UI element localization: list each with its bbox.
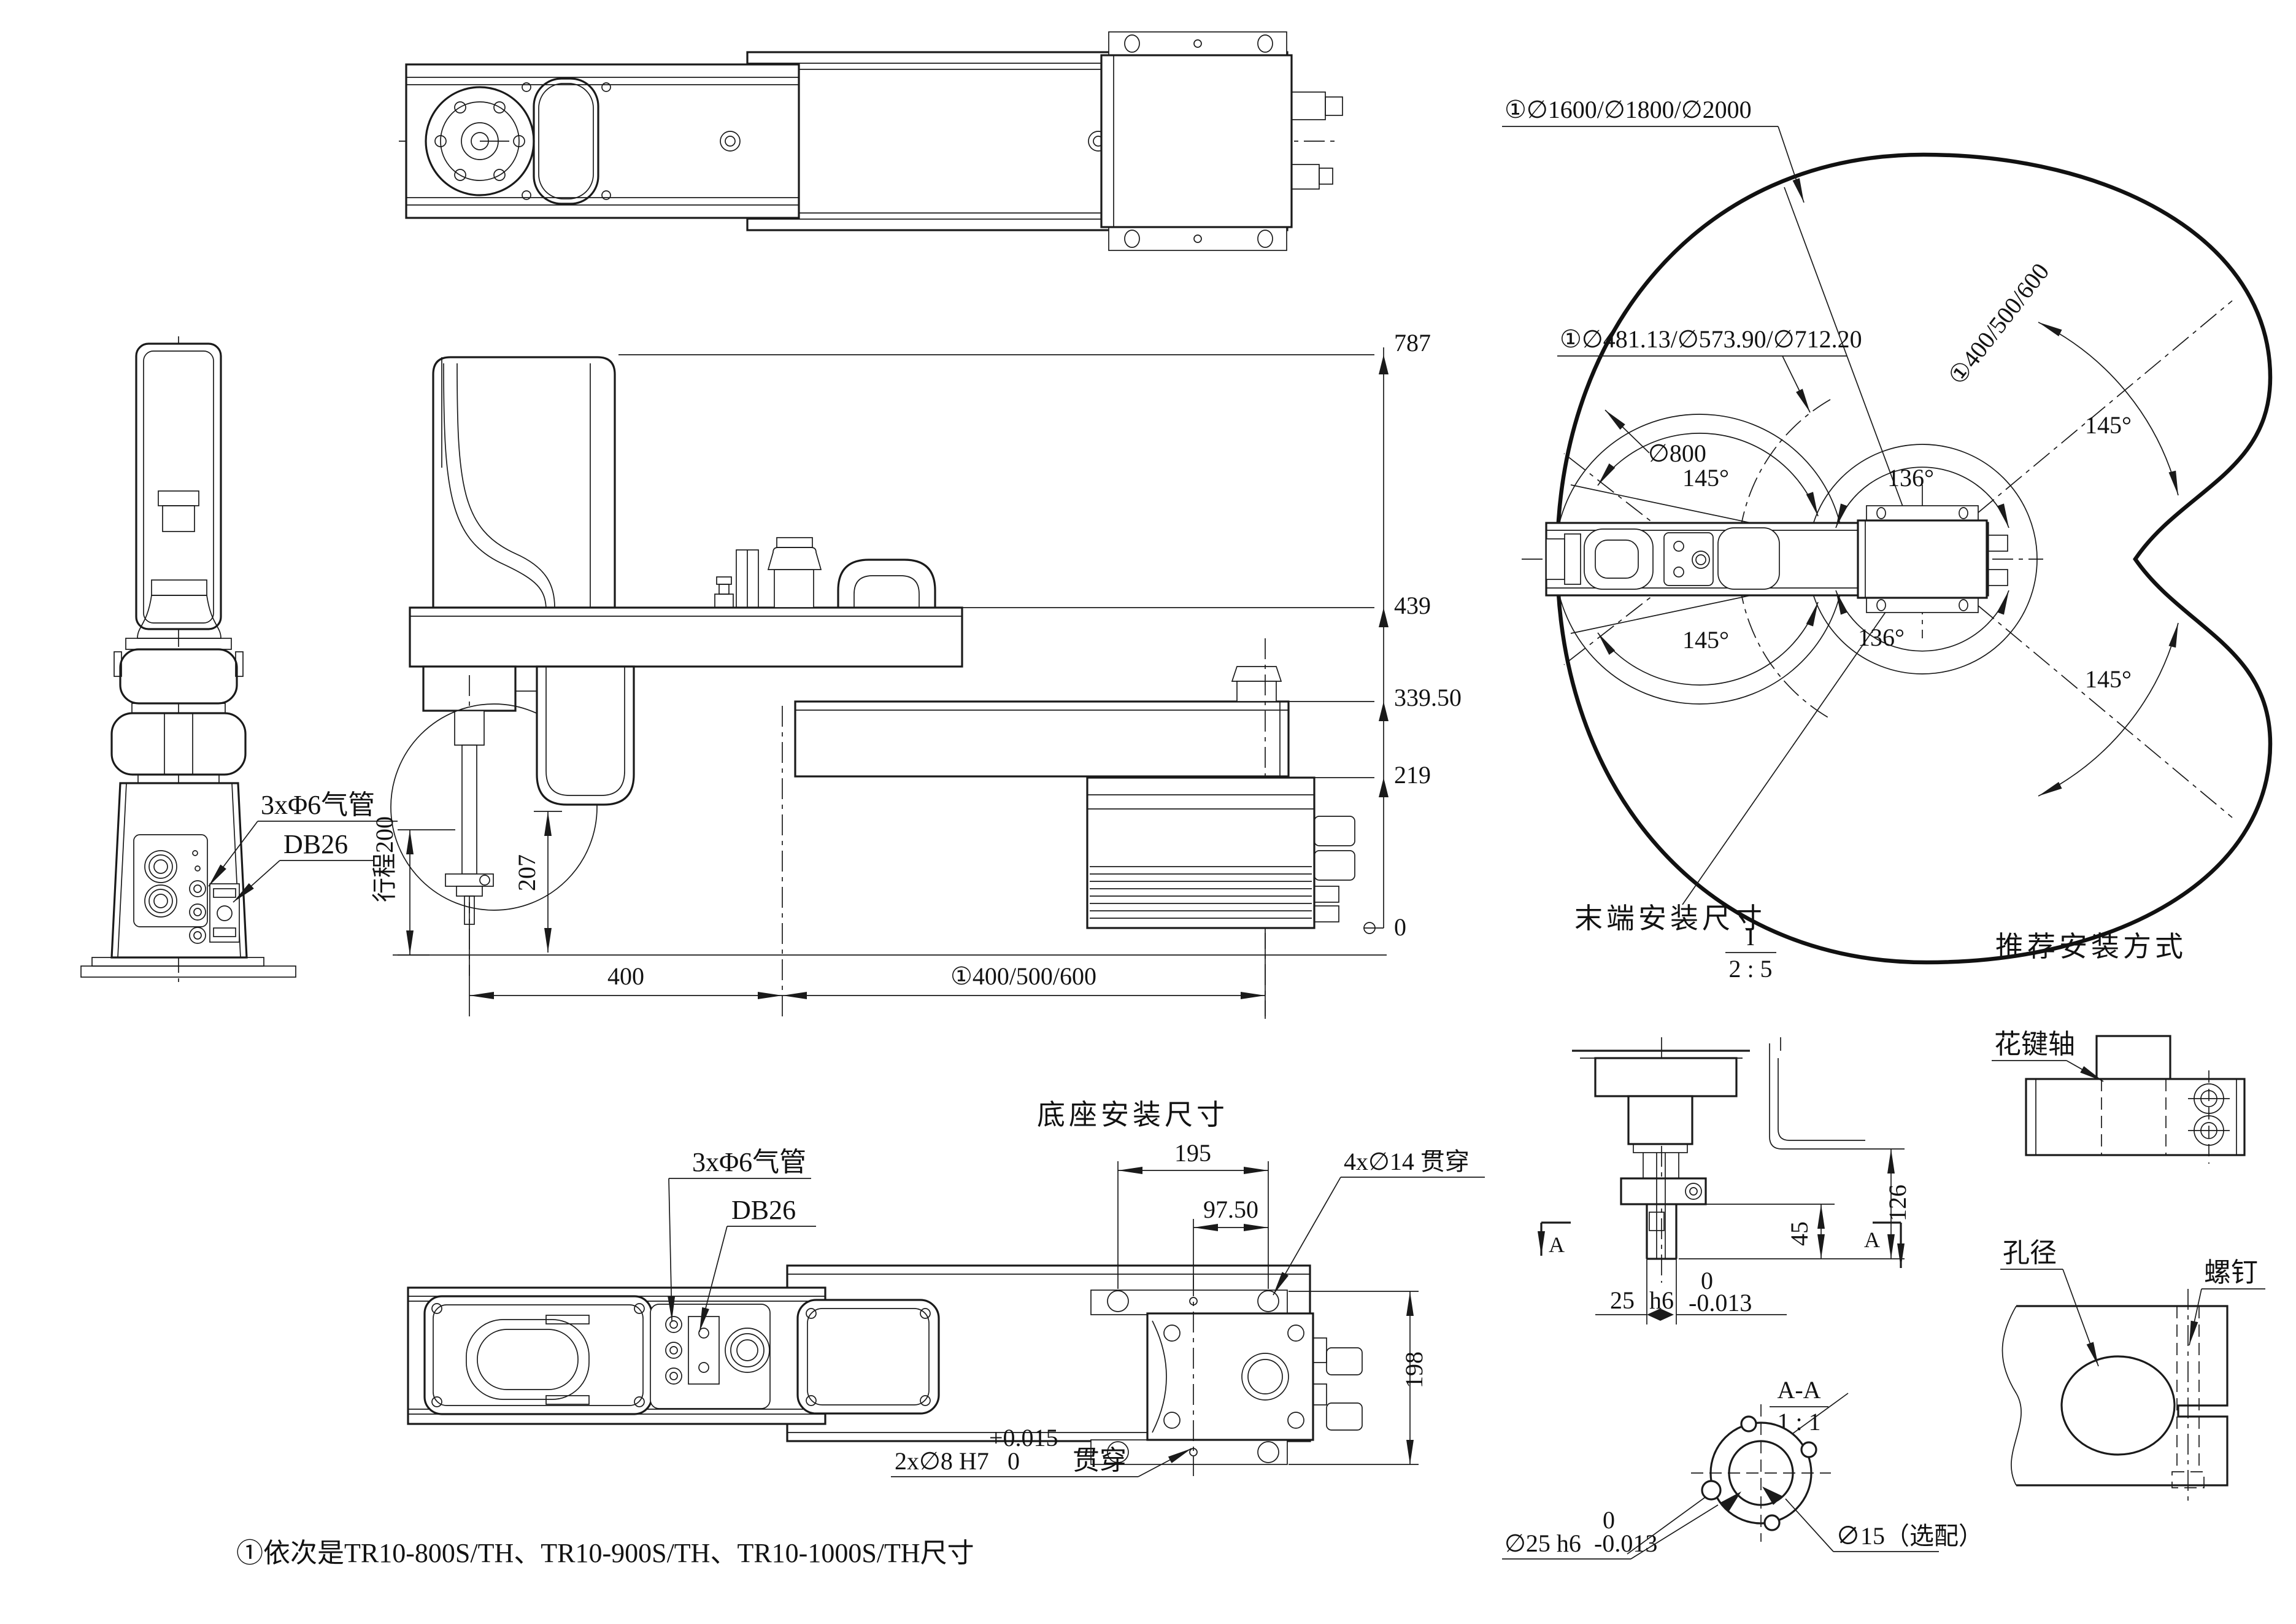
dim-339-50: 339.50 <box>1394 684 1462 711</box>
bottom-connector-panel <box>650 1304 771 1409</box>
side-elevation: 787 439 339.50 219 0 行程200 207 400 ①400/… <box>371 329 1462 1019</box>
db26-connector <box>209 883 240 943</box>
dim-195: 195 <box>1174 1139 1211 1167</box>
detail-circle <box>390 703 598 911</box>
env-outer-dia: ①∅1600/∅1800/∅2000 <box>1504 96 1752 123</box>
detail-mark: I <box>1746 923 1754 951</box>
dim-45: 45 <box>1786 1221 1813 1246</box>
dim-stroke-200: 行程200 <box>371 816 398 902</box>
dim-25: 25 <box>1610 1286 1635 1314</box>
angle-136-b: 136° <box>1858 624 1905 651</box>
sec-dim-25: ∅25 h6 <box>1504 1529 1581 1557</box>
angle-145-bl: 145° <box>1682 626 1729 654</box>
cable-duct <box>767 537 822 608</box>
angle-145-br: 145° <box>2085 665 2132 693</box>
dim-25-tol0: 0 <box>1701 1267 1713 1294</box>
front-air-label: 3xΦ6气管 <box>261 790 375 820</box>
section-letter-a1: A <box>1549 1232 1565 1257</box>
dim-400: 400 <box>607 962 644 990</box>
mount-title: 推荐安装方式 <box>1995 931 2187 962</box>
base-mounting-title: 底座安装尺寸 <box>1037 1099 1228 1131</box>
spline-clamp-diagram: 花键轴 <box>1992 1029 2246 1164</box>
section-marker-a-left: A <box>1538 1221 1571 1257</box>
dim-207: 207 <box>513 854 541 891</box>
end-mount-title: 末端安装尺寸 <box>1574 903 1766 934</box>
front-view: 3xΦ6气管 DB26 <box>80 336 398 982</box>
spline-shaft-label: 花键轴 <box>1994 1029 2075 1059</box>
dim-126: 126 <box>1884 1185 1911 1221</box>
leader-arrow-25 <box>1720 1491 1741 1511</box>
section-marker-a-right: A <box>1864 1221 1905 1268</box>
dim-207-group: 207 <box>513 811 562 953</box>
base-pedestal <box>1086 776 1355 929</box>
section-aa-title: A-A <box>1777 1376 1820 1404</box>
dim-439: 439 <box>1394 592 1431 619</box>
dim-4x14: 4x∅14 贯穿 <box>1344 1148 1470 1175</box>
bore-label: 孔径 <box>2003 1238 2057 1268</box>
stroke-dimension: 行程200 <box>371 816 455 956</box>
dim-198: 198 <box>1400 1351 1428 1388</box>
quill-shaft <box>445 675 494 976</box>
bottom-db26-label: DB26 <box>731 1195 796 1225</box>
sec-dim-15: ∅15（选配） <box>1836 1522 1983 1550</box>
dim-0: 0 <box>1394 913 1406 941</box>
angle-145-tr: 145° <box>2085 411 2132 439</box>
dim-25-fit: h6 <box>1649 1286 1674 1314</box>
heatsink-fins <box>1090 866 1312 919</box>
env-inner-dia: ①∅481.13/∅573.90/∅712.20 <box>1560 325 1862 353</box>
section-aa: A-A 1 : 1 0 ∅25 h6 -0.013 ∅15（选配） <box>1502 1376 1983 1560</box>
reach-dimensions: 400 ①400/500/600 <box>469 706 1266 1016</box>
dim-219: 219 <box>1394 761 1431 789</box>
bottom-view: 3xΦ6气管 DB26 底座安装尺寸 195 97.50 4x∅14 贯穿 19… <box>407 1099 1485 1477</box>
detail-scale: 2 : 5 <box>1728 955 1772 983</box>
work-envelope: ①∅1600/∅1800/∅2000 ①∅481.13/∅573.90/∅712… <box>1502 96 2273 965</box>
base-block-top <box>1100 31 1343 251</box>
sec-25-tolm: -0.013 <box>1594 1529 1657 1557</box>
pin-through: 贯穿 <box>1073 1445 1127 1475</box>
sec-25-tol0: 0 <box>1603 1506 1615 1534</box>
leader-arrow-15 <box>1762 1487 1783 1505</box>
env-800-dia: ∅800 <box>1648 439 1706 467</box>
base-mounting-plate <box>1090 1275 1363 1476</box>
ordinate-dimensions: 787 439 339.50 219 0 <box>618 329 1462 941</box>
envelope-robot-topview <box>1545 505 2008 613</box>
handle <box>837 559 936 608</box>
model-footnote: ①依次是TR10-800S/TH、TR10-900S/TH、TR10-1000S… <box>236 1538 974 1568</box>
bore-clamp-diagram: 孔径 螺钉 <box>2000 1238 2265 1502</box>
section-letter-a2: A <box>1864 1228 1880 1252</box>
end-mount-detail: 末端安装尺寸 I 2 : 5 126 45 25 h6 0 -0.013 A <box>1538 903 1911 1324</box>
env-reach: ①400/500/600 <box>1943 258 2054 390</box>
screw-label: 螺钉 <box>2204 1258 2258 1288</box>
front-db26-label: DB26 <box>283 829 348 859</box>
dim-2x8: 2x∅8 H7 <box>895 1447 989 1475</box>
dim-787: 787 <box>1394 329 1431 357</box>
dim-reach: ①400/500/600 <box>950 962 1096 990</box>
angle-145-tl: 145° <box>1682 464 1729 492</box>
bottom-air-label: 3xΦ6气管 <box>692 1147 806 1177</box>
air-fittings <box>189 880 206 944</box>
pin-tol-zero: 0 <box>1007 1447 1020 1475</box>
pin-tol-plus: +0.015 <box>989 1424 1058 1452</box>
dim-25-tolm: -0.013 <box>1689 1289 1752 1317</box>
top-plan-view <box>399 31 1343 251</box>
recommended-mounting: 推荐安装方式 花键轴 孔径 螺钉 <box>1992 931 2265 1502</box>
angle-136-t: 136° <box>1887 464 1934 492</box>
dim-97-50: 97.50 <box>1203 1196 1258 1223</box>
